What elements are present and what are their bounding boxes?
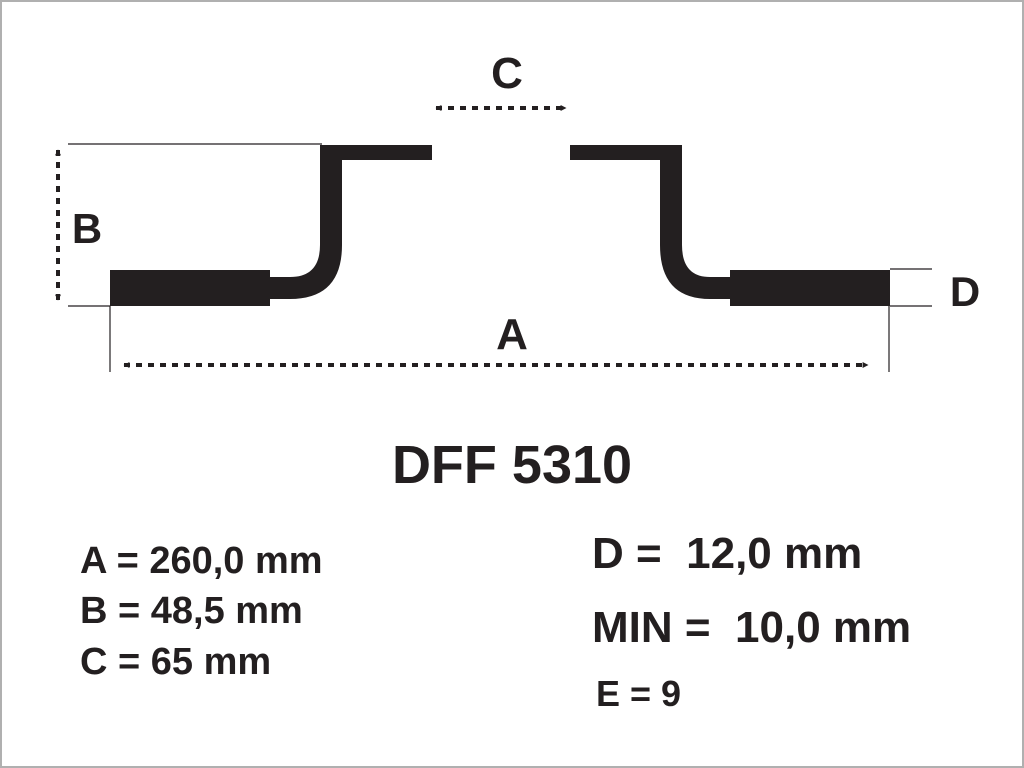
extension-lines	[68, 143, 932, 372]
dimension-b-label: B	[72, 205, 102, 252]
spec-min: MIN = 10,0 mm	[592, 603, 911, 652]
right-friction-ring	[730, 270, 890, 306]
left-hat-section	[268, 145, 432, 299]
left-friction-ring	[110, 270, 270, 306]
right-hat-section	[570, 145, 732, 299]
spec-d: D = 12,0 mm	[592, 529, 862, 578]
part-number: DFF 5310	[392, 435, 632, 495]
spec-b: B = 48,5 mm	[80, 590, 303, 632]
dimension-a-label: A	[496, 310, 528, 359]
spec-a: A = 260,0 mm	[80, 540, 323, 582]
dimension-d-label: D	[950, 268, 980, 315]
dimension-c-label: C	[491, 49, 523, 98]
spec-e: E = 9	[596, 673, 681, 714]
spec-c: C = 65 mm	[80, 641, 271, 683]
disc-profile	[110, 145, 890, 306]
